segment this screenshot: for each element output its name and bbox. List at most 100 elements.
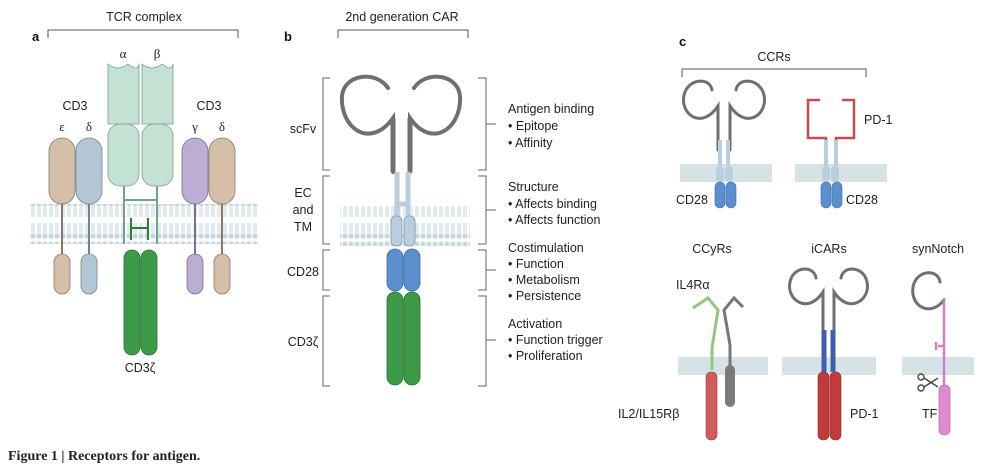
scissors-icon [917, 373, 939, 392]
domain-and: and [293, 203, 314, 217]
ccyrs-title: CCyRs [692, 242, 732, 256]
ccr2-tm-right [831, 166, 839, 182]
fn-proliferation: • Proliferation [508, 349, 583, 363]
gamma-label: γ [191, 119, 198, 134]
domain-brackets [322, 77, 330, 387]
cd3-right-label: CD3 [196, 99, 221, 113]
fn-affects-binding: • Affects binding [508, 197, 597, 211]
hinge-tm [394, 172, 411, 216]
membrane-a [30, 204, 258, 244]
pd1-label: PD-1 [864, 113, 893, 127]
notch-cleavage-marker [934, 342, 944, 350]
icar-scfv-right [832, 267, 869, 342]
ccr1-cd28-left [714, 181, 726, 209]
membrane-icar [782, 357, 876, 375]
tf-label: TF [922, 407, 938, 421]
function-brackets [478, 77, 496, 387]
il4ra-chain [692, 296, 720, 370]
ccr1-scfv-left [682, 79, 720, 152]
icar-pd1-left [817, 371, 830, 441]
icars-title: iCARs [811, 242, 846, 256]
car-zeta-right [403, 291, 421, 386]
ccr1-hinge [718, 140, 730, 166]
ccr2-cd28-right [831, 181, 843, 209]
fn-costimulation: Costimulation [508, 241, 584, 255]
tcr-beta-variable [141, 63, 174, 125]
panel-c: c CCRs CD28 PD-1 CD28 CCyRs IL4Rα IL2/IL… [618, 34, 974, 441]
il2-rb-tail [705, 371, 718, 441]
cd28-domain-right [403, 248, 421, 292]
cd3-zeta-chain-2 [140, 249, 158, 356]
car-zeta-left [386, 291, 404, 386]
synnotch-title: synNotch [912, 242, 964, 256]
il4ra-label: IL4Rα [676, 278, 710, 292]
zeta-tm [130, 218, 149, 240]
tm-left [390, 215, 403, 247]
icar-pd1-right [829, 371, 842, 441]
scfv-arc-right [408, 74, 463, 174]
domain-ec: EC [294, 186, 311, 200]
tf-domain [938, 384, 951, 436]
cd3-delta-ecd [75, 137, 103, 205]
synnotch-scfv [911, 271, 946, 311]
membrane-synnotch [902, 357, 974, 375]
panel-b: b 2nd generation CAR scFv EC and TM CD28… [284, 10, 603, 387]
grey-chain [722, 295, 745, 370]
car-bracket [337, 29, 469, 38]
ccr2-cd28-label: CD28 [846, 193, 878, 207]
domain-tm: TM [294, 220, 312, 234]
fn-epitope: • Epitope [508, 119, 558, 133]
ccr2-tm-left [822, 166, 830, 182]
ccrs-bracket [681, 68, 867, 77]
cd3-zeta-label: CD3ζ [125, 361, 156, 375]
ccr2-hinge [824, 140, 838, 166]
cd3-gamma-ecd [181, 137, 209, 205]
fn-antigen-binding: Antigen binding [508, 102, 594, 116]
pd1-ecd [806, 98, 856, 150]
beta-label: β [154, 46, 161, 61]
il2-label: IL2/IL15Rβ [618, 407, 679, 421]
fn-affects-function: • Affects function [508, 213, 600, 227]
tcr-alpha-constant [107, 123, 140, 187]
panel-b-letter: b [284, 29, 292, 44]
ccr1-scfv-right [728, 79, 766, 152]
panel-a: a TCR complex CD3 ε δ α β [30, 10, 258, 375]
delta-left-label: δ [86, 119, 92, 134]
tcr-beta-constant [141, 123, 174, 187]
fn-activation: Activation [508, 317, 562, 331]
domain-scfv: scFv [290, 122, 317, 136]
ccr1-cd28-label: CD28 [676, 193, 708, 207]
icar-hinge [821, 330, 836, 372]
ccr1-tm-left [716, 166, 724, 182]
cd3-delta-right-ecd [208, 137, 236, 205]
cd3-zeta-chain-1 [123, 249, 141, 356]
epsilon-label: ε [59, 119, 65, 134]
figure-caption: Figure 1 | Receptors for antigen. [8, 449, 201, 464]
car-title: 2nd generation CAR [345, 10, 458, 24]
tm-right [403, 215, 416, 247]
ccr1-cd28-right [725, 181, 737, 209]
icar-scfv-left [788, 267, 825, 342]
tcr-stalks [123, 186, 158, 244]
fn-persistence: • Persistence [508, 289, 581, 303]
fn-function: • Function [508, 257, 564, 271]
alpha-label: α [120, 46, 127, 61]
cd28-domain-left [386, 248, 404, 292]
membrane-ccyr [678, 357, 768, 375]
domain-cd28: CD28 [287, 265, 319, 279]
fn-affinity: • Affinity [508, 136, 553, 150]
fn-structure: Structure [508, 180, 559, 194]
cd3-gamma-tail [186, 253, 204, 295]
panel-c-letter: c [679, 34, 686, 49]
cd3-epsilon-tail [53, 253, 71, 295]
domain-cd3zeta: CD3ζ [288, 335, 319, 349]
fn-metabolism: • Metabolism [508, 273, 580, 287]
grey-tail [725, 365, 735, 407]
scfv-arc-left [339, 74, 395, 174]
ccr2-cd28-left [820, 181, 832, 209]
delta-right-label: δ [219, 119, 225, 134]
panel-a-letter: a [32, 29, 40, 44]
cd3-left-label: CD3 [62, 99, 87, 113]
cd3-epsilon-ecd [48, 137, 76, 205]
